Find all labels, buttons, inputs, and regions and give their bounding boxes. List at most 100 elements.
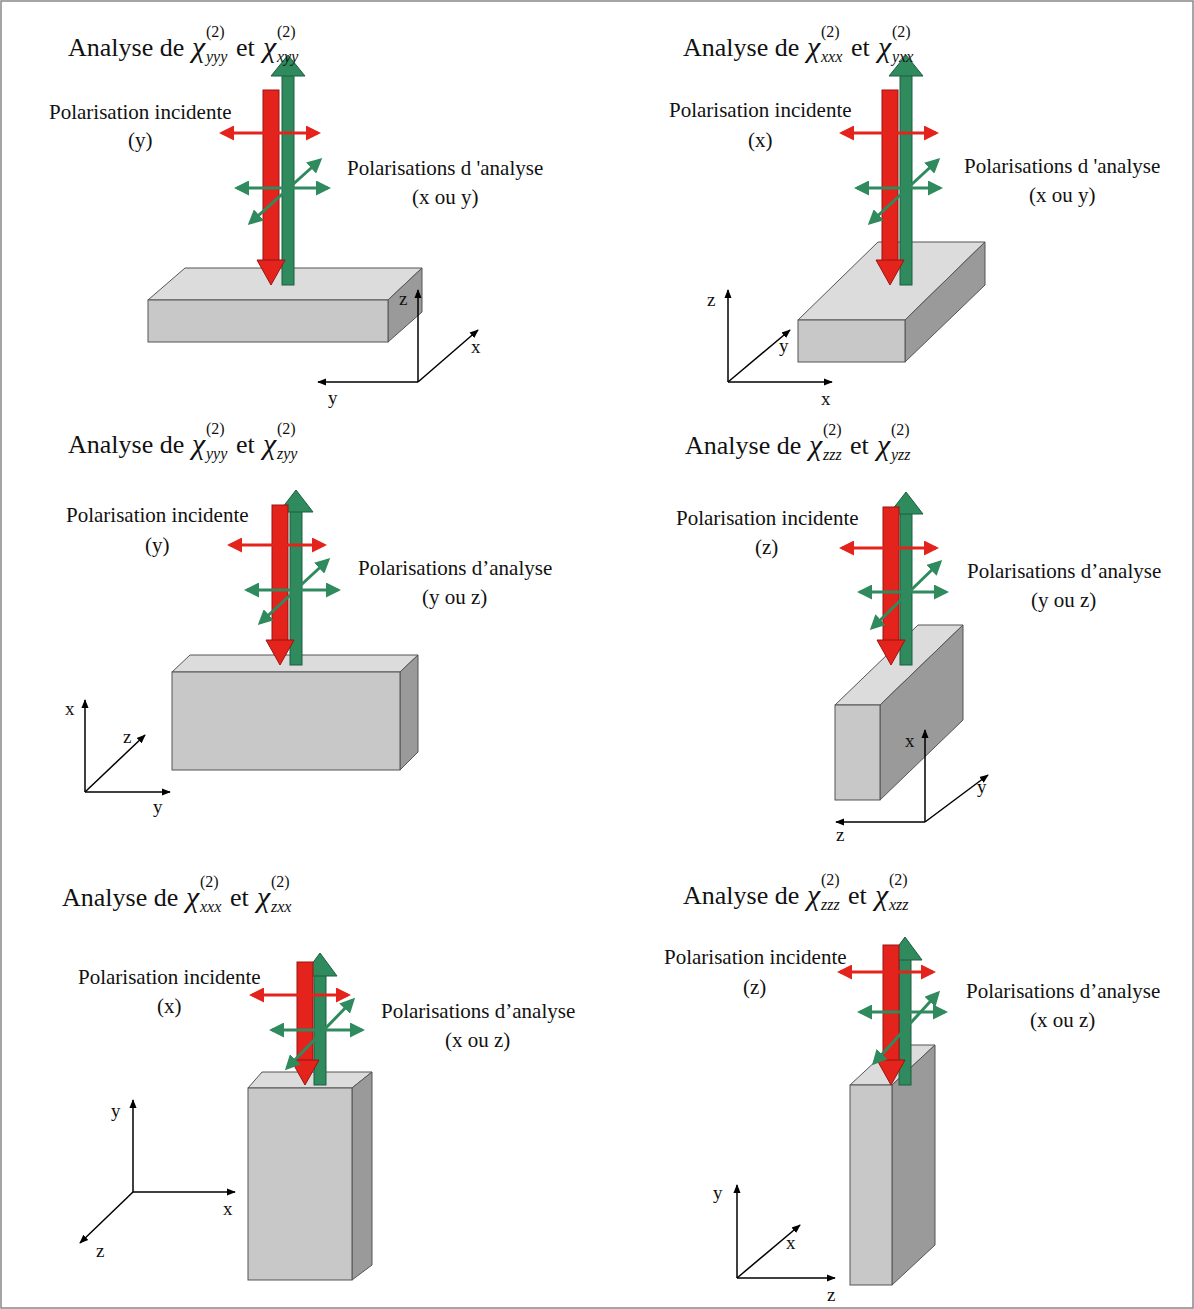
axis-label: z <box>827 1285 835 1304</box>
chi-symbol: χ <box>192 429 205 459</box>
analysis-polarisation-label: Polarisations d’analyse <box>358 558 552 579</box>
axes <box>728 290 832 382</box>
axis-label: y <box>713 1183 723 1202</box>
incident-polarisation-label: (y) <box>145 535 170 556</box>
analysis-polarisation-label: (x ou z) <box>445 1030 510 1051</box>
chi-symbol: χ <box>186 882 199 912</box>
title-text: et <box>230 885 249 911</box>
incident-polarisation-label: Polarisation incidente <box>664 947 847 968</box>
axis-label: x <box>471 337 481 356</box>
beams <box>222 55 328 285</box>
title-text: et <box>851 35 870 61</box>
incident-polarisation-label: (z) <box>755 537 778 558</box>
order-superscript: (2) <box>821 24 840 40</box>
chi-symbol: χ <box>263 429 276 459</box>
title-text: et <box>850 433 869 459</box>
incident-polarisation-label: Polarisation incidente <box>49 102 232 123</box>
analysis-polarisation-label: (y ou z) <box>422 587 487 608</box>
order-superscript: (2) <box>200 874 219 890</box>
tensor-indices: xzz <box>889 897 909 913</box>
incident-polarisation-label: Polarisation incidente <box>669 100 852 121</box>
chi-symbol: χ <box>875 880 888 910</box>
incident-polarisation-label: (x) <box>748 130 773 151</box>
axis-label: y <box>779 336 789 355</box>
axes <box>737 1185 835 1278</box>
tensor-indices: yyy <box>206 446 227 462</box>
chi-symbol: χ <box>192 32 205 62</box>
title-text: Analyse de <box>683 883 799 909</box>
analysis-polarisation-label: Polarisations d’analyse <box>966 981 1160 1002</box>
chi-symbol: χ <box>807 32 820 62</box>
crystal-block <box>835 625 963 800</box>
title-text: Analyse de <box>683 35 799 61</box>
axis-label: x <box>223 1199 233 1218</box>
chi-symbol: χ <box>807 880 820 910</box>
order-superscript: (2) <box>891 422 910 438</box>
analysis-polarisation-label: Polarisations d 'analyse <box>347 158 543 179</box>
title-text: Analyse de <box>68 432 184 458</box>
analysis-polarisation-label: Polarisations d’analyse <box>381 1001 575 1022</box>
analysis-polarisation-label: (y ou z) <box>1031 590 1096 611</box>
chi-symbol: χ <box>257 882 270 912</box>
tensor-indices: xyy <box>277 49 298 65</box>
crystal-block <box>850 1045 935 1285</box>
chi-symbol: χ <box>809 430 822 460</box>
axis-label: z <box>399 289 407 308</box>
tensor-indices: yzz <box>891 447 911 463</box>
axis-label: x <box>905 731 915 750</box>
chi-symbol: χ <box>878 32 891 62</box>
axis-label: z <box>836 825 844 844</box>
crystal-block <box>172 655 418 770</box>
order-superscript: (2) <box>277 24 296 40</box>
tensor-indices: zxx <box>271 899 291 915</box>
beams <box>840 937 945 1085</box>
title-text: et <box>236 35 255 61</box>
incident-polarisation-label: (y) <box>128 130 153 151</box>
axis-label: y <box>111 1101 121 1120</box>
analysis-polarisation-label: Polarisations d’analyse <box>967 561 1161 582</box>
beams <box>252 953 362 1085</box>
tensor-indices: yxx <box>892 49 913 65</box>
title-text: Analyse de <box>685 433 801 459</box>
axis-label: x <box>65 699 75 718</box>
title-text: et <box>848 883 867 909</box>
axis-label: y <box>977 777 987 796</box>
incident-polarisation-label: (x) <box>157 996 182 1017</box>
tensor-indices: zzz <box>821 897 840 913</box>
axis-label: z <box>96 1241 104 1260</box>
order-superscript: (2) <box>892 24 911 40</box>
incident-polarisation-label: Polarisation incidente <box>78 967 261 988</box>
analysis-polarisation-label: (x ou y) <box>1029 185 1096 206</box>
axis-label: y <box>328 388 338 407</box>
order-superscript: (2) <box>271 874 290 890</box>
axes <box>836 730 988 822</box>
analysis-polarisation-label: (x ou y) <box>412 187 479 208</box>
title-text: Analyse de <box>62 885 178 911</box>
crystal-block <box>248 1072 372 1280</box>
title-text: Analyse de <box>68 35 184 61</box>
axes <box>318 290 478 382</box>
incident-polarisation-label: (z) <box>743 977 766 998</box>
incident-polarisation-label: Polarisation incidente <box>676 508 859 529</box>
analysis-polarisation-label: (x ou z) <box>1030 1010 1095 1031</box>
axis-label: z <box>123 727 131 746</box>
axis-label: z <box>707 290 715 309</box>
order-superscript: (2) <box>821 872 840 888</box>
tensor-indices: zyy <box>277 446 297 462</box>
tensor-indices: xxx <box>821 49 842 65</box>
axis-label: y <box>153 797 163 816</box>
order-superscript: (2) <box>206 421 225 437</box>
chi-symbol: χ <box>877 430 890 460</box>
chi-symbol: χ <box>263 32 276 62</box>
order-superscript: (2) <box>889 872 908 888</box>
order-superscript: (2) <box>823 422 842 438</box>
incident-polarisation-label: Polarisation incidente <box>66 505 249 526</box>
order-superscript: (2) <box>206 24 225 40</box>
tensor-indices: zzz <box>823 447 842 463</box>
crystal-block <box>798 242 985 362</box>
axes <box>85 700 170 792</box>
axes <box>80 1100 235 1243</box>
tensor-indices: yyy <box>206 49 227 65</box>
